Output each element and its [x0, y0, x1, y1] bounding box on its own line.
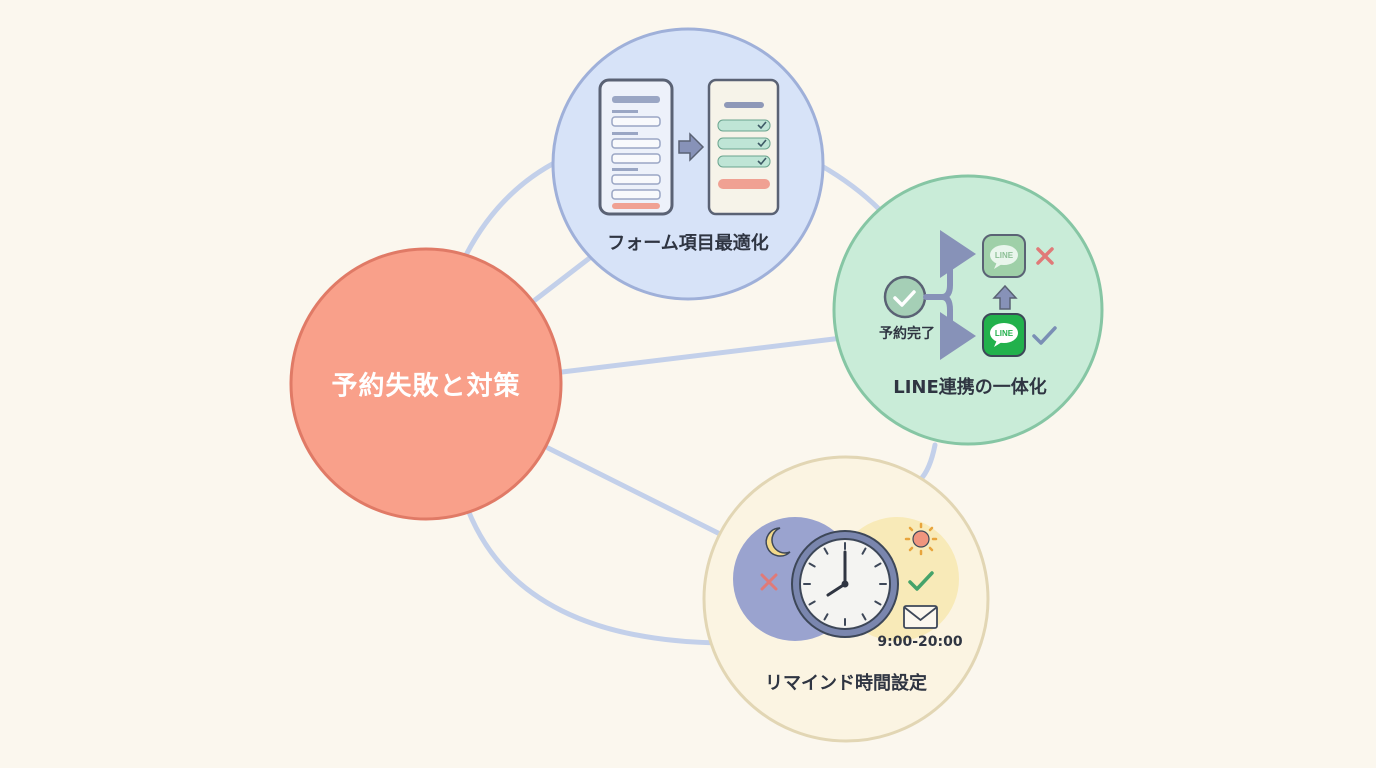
arrow-right-icon [678, 132, 705, 162]
connector-center-remind-outer [465, 507, 723, 646]
node-form-label: フォーム項目最適化 [607, 233, 769, 254]
line-badge-text-faded: LINE [995, 251, 1014, 260]
connector-form-line [817, 162, 883, 213]
arrow-up-icon [992, 284, 1018, 310]
node-remind [702, 455, 990, 743]
line-badge-text: LINE [995, 329, 1014, 338]
mail-icon [903, 605, 938, 629]
sun-icon [904, 522, 938, 556]
cross-icon [1036, 247, 1054, 265]
check-icon [1032, 326, 1057, 345]
cross-icon [760, 573, 778, 591]
connector-center-form [463, 157, 563, 258]
line-app-icon-faded: LINE [982, 234, 1026, 278]
connector-line-remind [917, 442, 938, 483]
reservation-complete-label: 予約完了 [879, 326, 935, 342]
connector-center-remind [545, 445, 725, 538]
connector-center-line [559, 335, 845, 375]
phone-form-icon [598, 78, 674, 216]
connector-center-form-inner [532, 247, 603, 303]
line-app-icon: LINE [982, 313, 1026, 357]
node-line: LINE LINE [832, 174, 1104, 446]
center-node [289, 247, 563, 521]
check-icon [908, 571, 934, 591]
check-circle-icon [883, 275, 927, 319]
optimized-form-icon [707, 78, 780, 216]
node-remind-label: リマインド時間設定 [765, 673, 927, 694]
node-form [551, 27, 825, 301]
moon-icon [765, 527, 791, 557]
branch-arrows-icon [923, 230, 976, 360]
connectors [463, 157, 938, 646]
time-range-label: 9:00-20:00 [877, 634, 963, 650]
center-label: 予約失敗と対策 [331, 371, 521, 402]
node-line-label: LINE連携の一体化 [893, 377, 1047, 398]
clock-icon [791, 530, 899, 638]
